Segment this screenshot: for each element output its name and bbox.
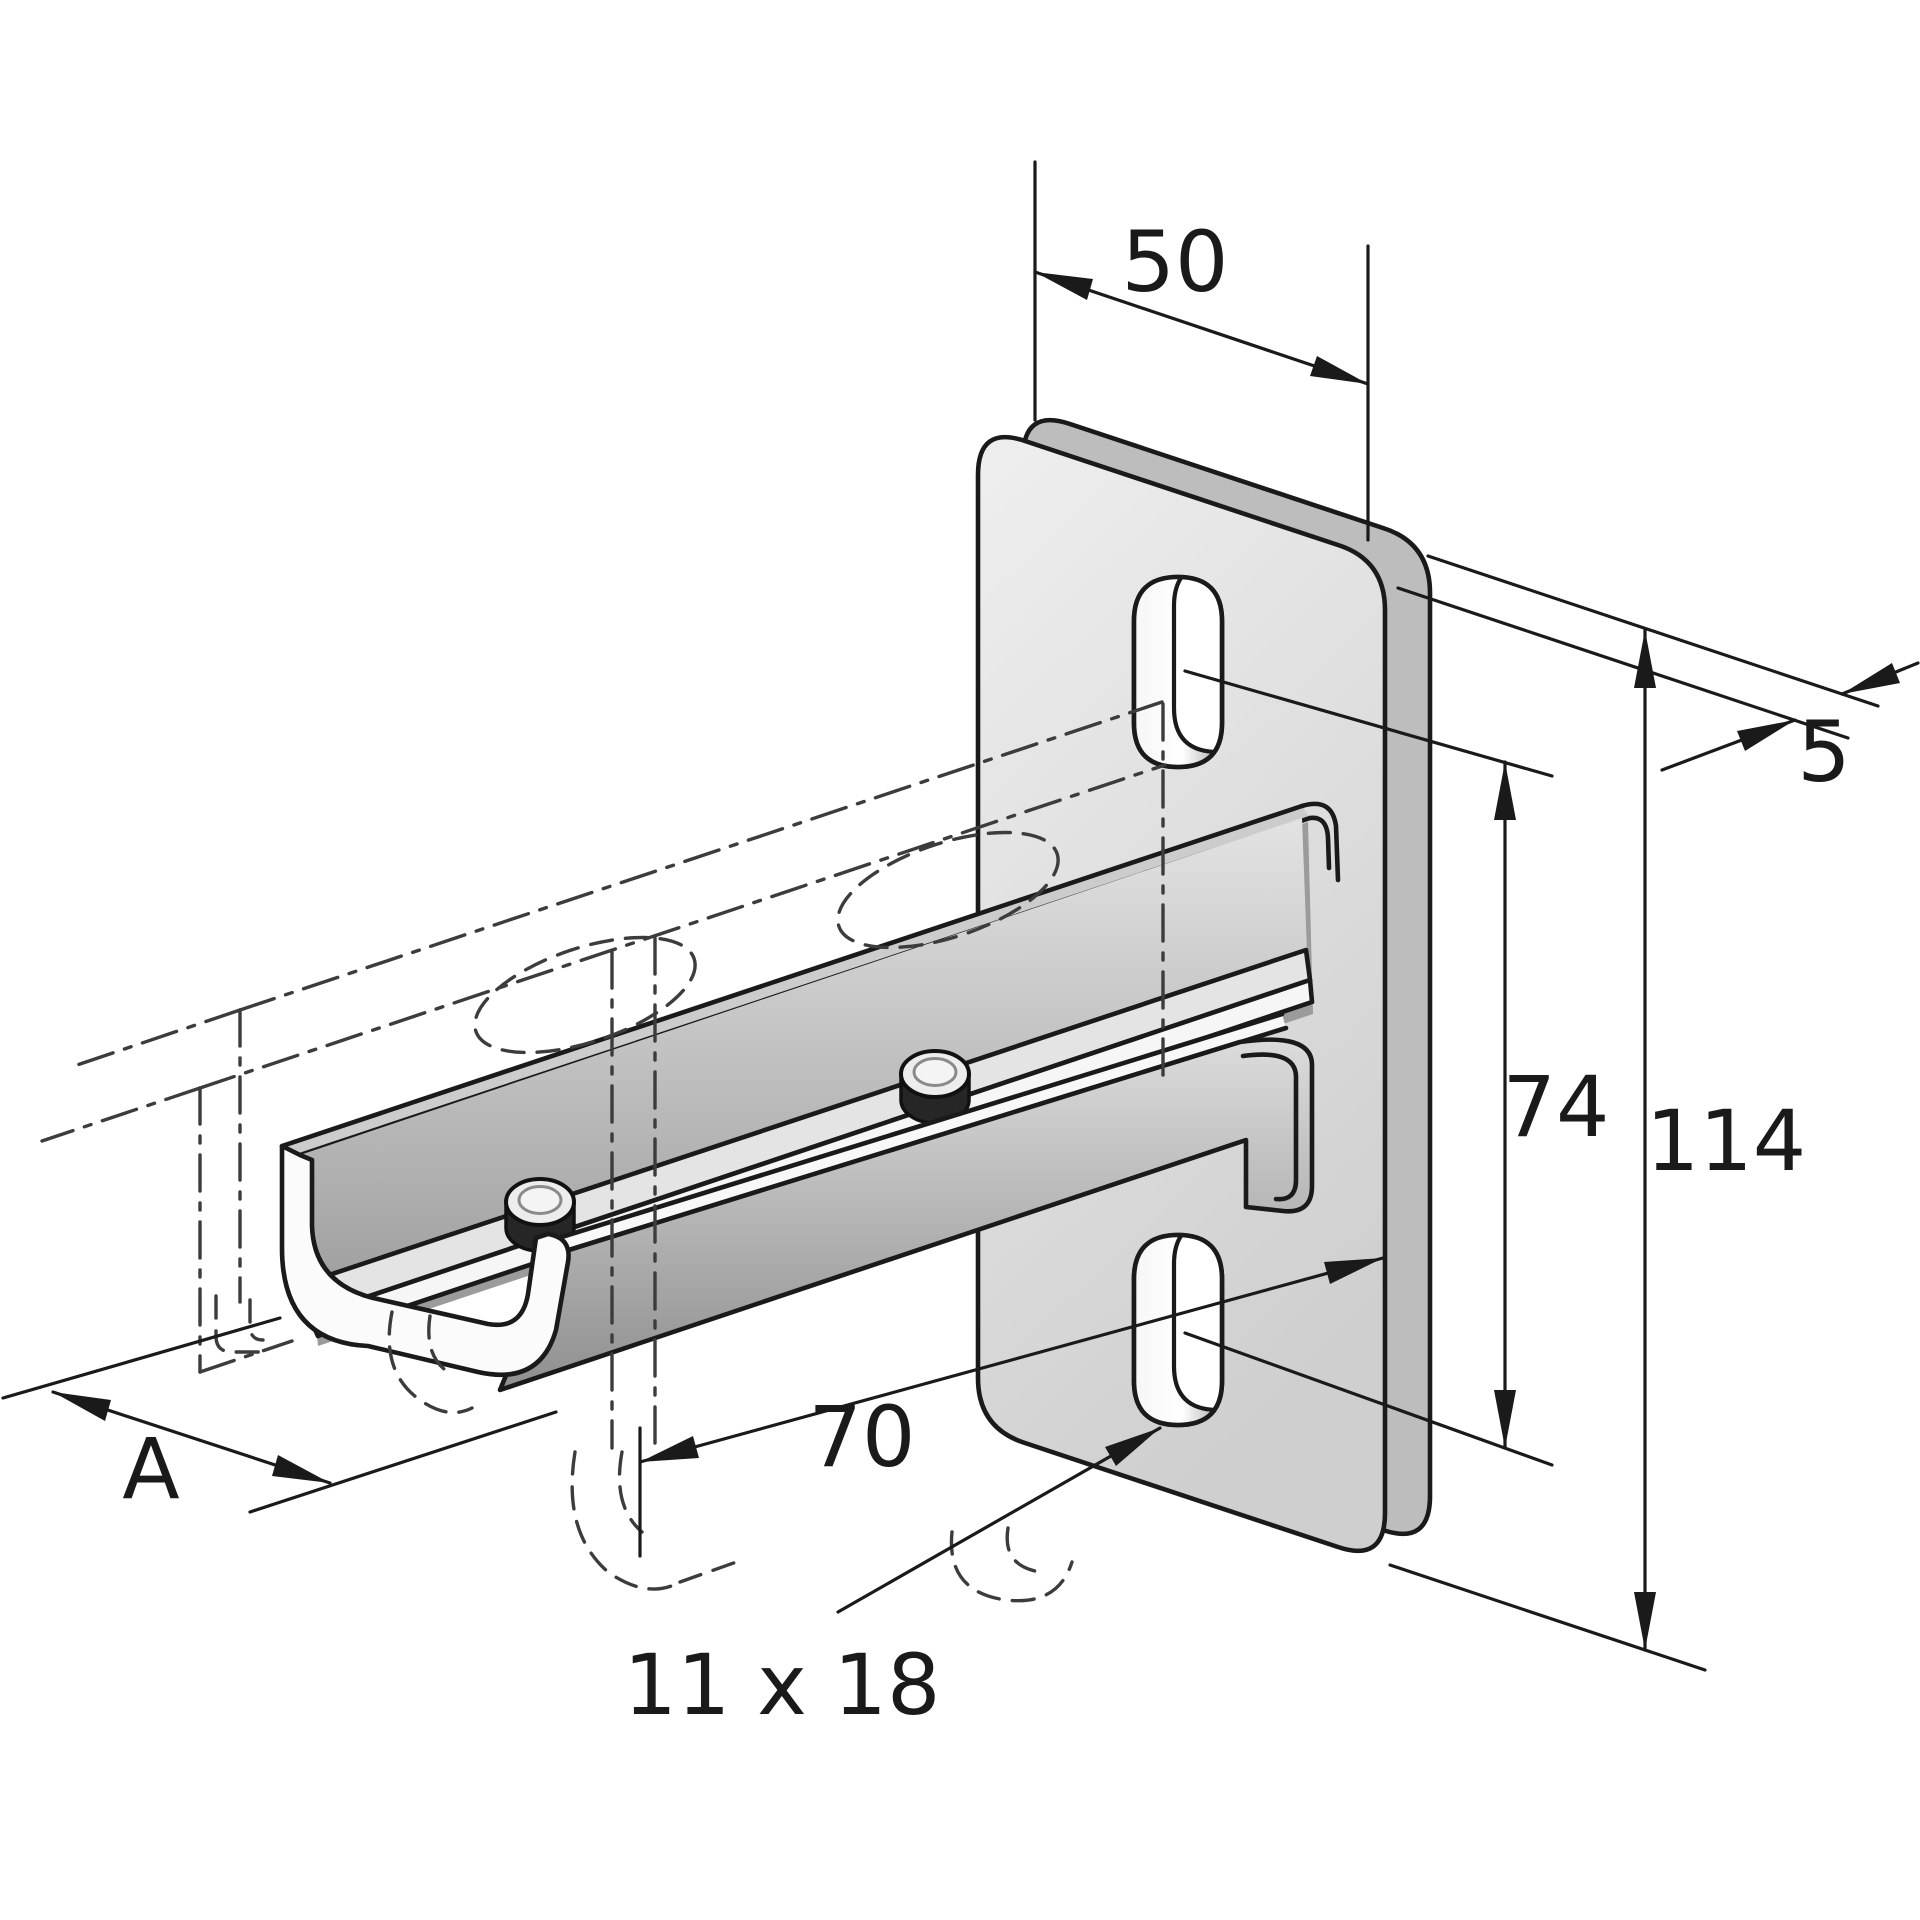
phantom-slot-1 bbox=[473, 935, 697, 1055]
dim-slot-size-label: 11 x 18 bbox=[624, 1636, 941, 1734]
arm-far-wall-top bbox=[282, 806, 1310, 1155]
arm-far-wall-tab bbox=[1299, 801, 1341, 883]
arm-lip-band bbox=[552, 1014, 1286, 1254]
dim-arm-length-label: 70 bbox=[809, 1388, 916, 1486]
dimension-slot-size: 11 x 18 bbox=[624, 1426, 1162, 1734]
phantom-channel bbox=[40, 700, 1167, 1603]
dimension-plate-height: 114 bbox=[1388, 628, 1806, 1672]
dimension-arm-length: 70 bbox=[638, 1256, 1385, 1558]
dim-slot-spacing-label: 74 bbox=[1503, 1058, 1610, 1156]
dimension-slot-spacing: 74 bbox=[1183, 669, 1610, 1467]
bolt-2 bbox=[899, 1049, 971, 1125]
slot-lower-back-opening bbox=[1171, 1235, 1222, 1413]
dim-plate-width-label: 50 bbox=[1122, 213, 1229, 311]
bracket-arm bbox=[279, 801, 1341, 1393]
dim-plate-thickness-label: 5 bbox=[1797, 703, 1850, 801]
plate-slot-upper bbox=[1131, 574, 1225, 770]
arm-end-section bbox=[279, 1143, 571, 1378]
plate-slot-lower bbox=[1131, 1232, 1225, 1428]
dim-overall-length-label: A bbox=[122, 1420, 179, 1518]
dimension-overall-length: A bbox=[1, 1316, 558, 1518]
slot-upper-back-opening bbox=[1171, 577, 1222, 755]
wall-plate bbox=[975, 417, 1433, 1554]
bolt-2-ring bbox=[912, 1057, 958, 1087]
phantom-slot-2 bbox=[836, 830, 1060, 950]
arm-near-wall-tab-inner bbox=[1240, 1052, 1299, 1202]
dim-plate-height-label: 114 bbox=[1646, 1092, 1806, 1190]
bolt-1-ring bbox=[517, 1185, 563, 1215]
arm-near-wall-face bbox=[497, 1037, 1315, 1393]
dimension-plate-width: 50 bbox=[1033, 160, 1370, 542]
dimension-plate-thickness: 5 bbox=[1396, 554, 1920, 801]
arm-far-wall-face bbox=[300, 818, 1307, 1284]
